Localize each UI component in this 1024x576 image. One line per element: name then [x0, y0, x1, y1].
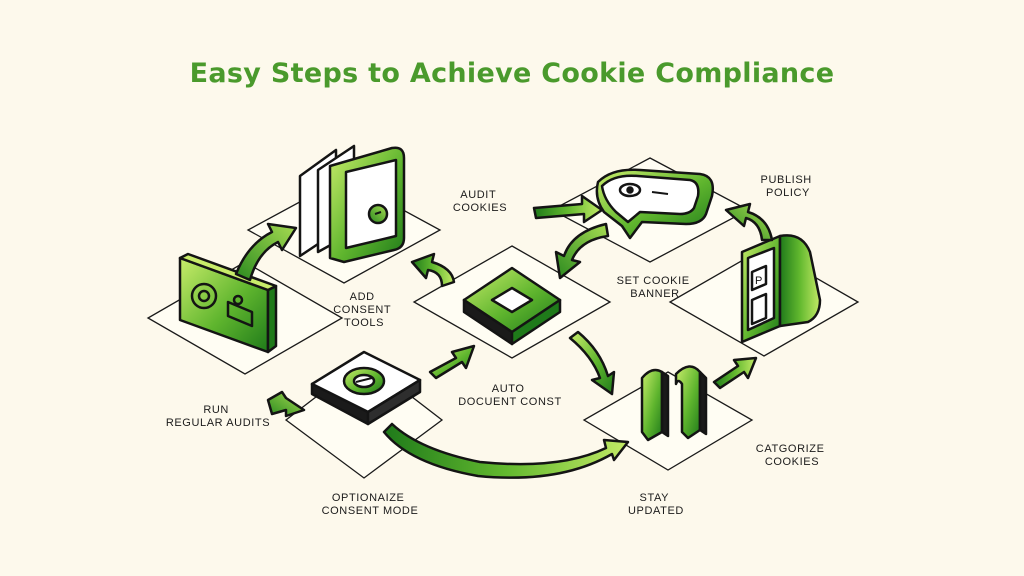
stacked-cards-icon	[298, 144, 406, 264]
label-auto-document-consent: AUTO DOCUENT CONST	[458, 383, 562, 408]
label-publish-policy: PUBLISH POLICY	[761, 174, 816, 199]
cookie-banner-icon	[595, 168, 714, 240]
arrow-straight-banner	[532, 194, 604, 224]
center-square-icon	[462, 266, 562, 346]
arrow-curve-center-stay	[568, 330, 616, 396]
label-categorize-cookies: CATGORIZE COOKIES	[756, 443, 828, 468]
svg-text:P: P	[755, 275, 762, 287]
label-run-regular-audits: RUN REGULAR AUDITS	[166, 404, 270, 429]
label-audit-cookies: AUDIT COOKIES	[453, 189, 507, 214]
policy-book-icon: P	[740, 234, 822, 344]
page-title: Easy Steps to Achieve Cookie Compliance	[189, 58, 835, 89]
arrow-curve-book-publish	[724, 202, 774, 242]
label-stay-updated: STAY UPDATED	[628, 492, 684, 517]
arrow-small-add-tools	[410, 252, 456, 288]
arrow-curve-banner-center	[554, 222, 610, 280]
consent-panel-icon	[178, 252, 278, 354]
label-optionalize-consent-mode: OPTIONAIZE CONSENT MODE	[322, 492, 419, 517]
flow-arrows	[234, 194, 774, 479]
arrow-toggle-center	[428, 344, 476, 380]
toggle-tile-icon	[310, 350, 422, 426]
label-set-cookie-banner: SET COOKIE BANNER	[617, 275, 694, 300]
step-labels: AUDIT COOKIES PUBLISH POLICY ADD CONSENT…	[166, 174, 828, 517]
arrow-small-run-audits	[266, 390, 306, 418]
arrow-small-categorize	[712, 356, 758, 390]
arrow-large-bottom-curve	[382, 422, 630, 479]
arrow-curve-left-up	[234, 222, 298, 282]
categorize-bars-icon	[640, 365, 708, 442]
label-add-consent-tools: ADD CONSENT TOOLS	[333, 291, 394, 329]
